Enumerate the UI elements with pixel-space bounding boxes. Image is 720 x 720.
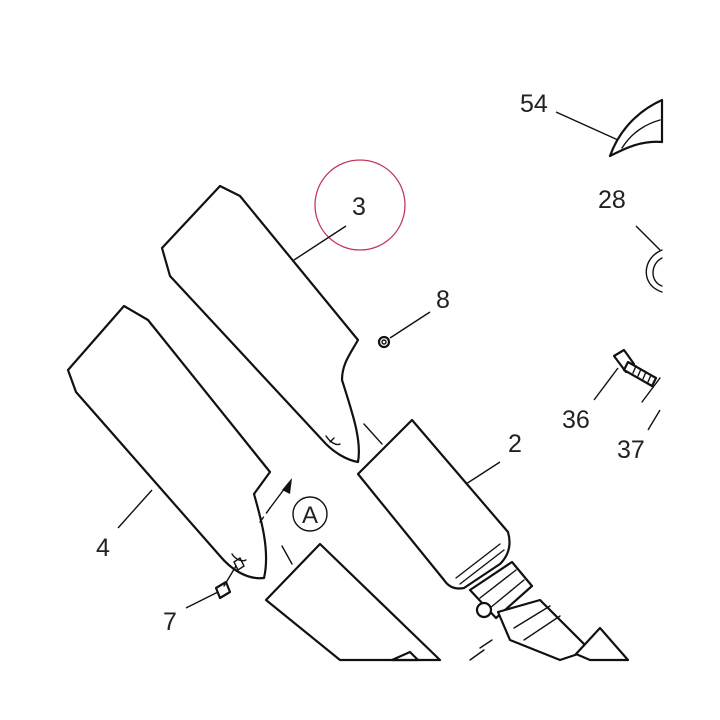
part-7-screw (214, 556, 245, 600)
assembly-axes (259, 377, 661, 565)
callout-36: 36 (562, 406, 590, 434)
callout-7: 7 (163, 608, 177, 636)
callout-54: 54 (520, 90, 548, 118)
leader-lines (117, 111, 661, 609)
reference-a-marker: A (292, 496, 328, 532)
callout-4: 4 (96, 534, 110, 562)
callout-8: 8 (436, 286, 450, 314)
part-4-cover (66, 304, 272, 580)
highlight-circle (314, 159, 406, 251)
part-3-cover (160, 184, 360, 464)
part-8-nut (377, 335, 391, 349)
main-body (264, 542, 630, 662)
callout-3: 3 (352, 193, 366, 221)
callout-37: 37 (617, 436, 645, 464)
part-28 (645, 249, 663, 293)
part-2-tube (356, 418, 534, 620)
callout-28: 28 (598, 186, 626, 214)
direction-arrow-icon (282, 478, 292, 494)
part-54 (608, 98, 664, 158)
part-36-screw (612, 348, 658, 388)
callout-2: 2 (508, 430, 522, 458)
callout-a: A (302, 502, 318, 529)
